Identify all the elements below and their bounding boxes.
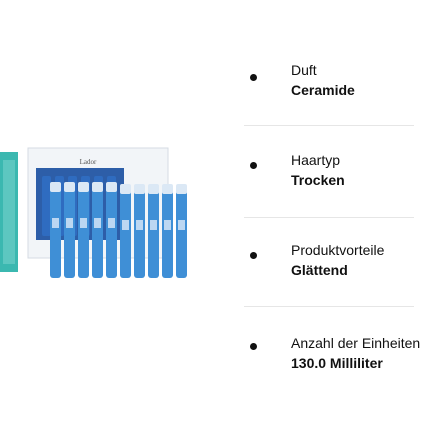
product-photo: Lador	[0, 147, 187, 278]
bullet-icon	[250, 252, 257, 259]
attribute-item-hair-type: Haartyp Trocken	[244, 126, 414, 218]
attribute-item-scent: Duft Ceramide	[244, 38, 414, 126]
attribute-item-benefits: Produktvorteile Glättend	[244, 218, 414, 307]
brand-mark: Lador	[80, 158, 97, 166]
bullet-icon	[250, 74, 257, 81]
product-attributes-list: Duft Ceramide Haartyp Trocken Produktvor…	[244, 38, 420, 397]
attribute-label: Duft	[291, 62, 317, 78]
product-image[interactable]: Lador	[0, 140, 210, 290]
attribute-label: Haartyp	[291, 152, 341, 168]
attribute-label: Produktvorteile	[291, 242, 385, 258]
attribute-label: Anzahl der Einheiten	[291, 335, 421, 351]
attribute-value: Trocken	[291, 172, 345, 188]
bullet-icon	[250, 343, 257, 350]
attribute-value: Glättend	[291, 262, 348, 278]
attribute-item-unit-count: Anzahl der Einheiten 130.0 Milliliter	[244, 307, 420, 397]
vials-front-row	[50, 182, 187, 278]
attribute-value: Ceramide	[291, 82, 355, 98]
bullet-icon	[250, 162, 257, 169]
attribute-value: 130.0 Milliliter	[291, 355, 383, 371]
